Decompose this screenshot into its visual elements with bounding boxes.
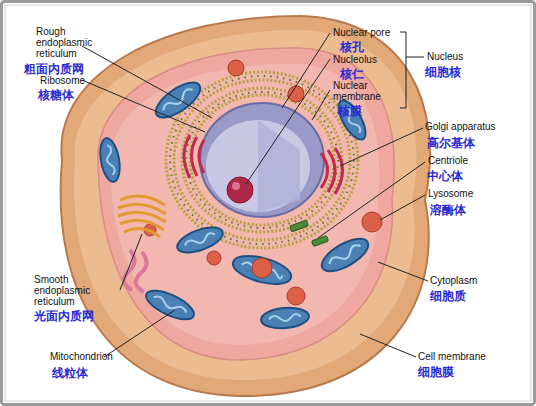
part-name: Centriole bbox=[428, 155, 468, 166]
lysosomes-part bbox=[252, 258, 272, 278]
chinese-part-name: 核孔 bbox=[340, 40, 364, 54]
lysosomes-part bbox=[228, 60, 244, 76]
golgi-red-part bbox=[328, 150, 335, 192]
chinese-part-name: 线粒体 bbox=[52, 366, 88, 380]
mitochondria-part bbox=[97, 137, 122, 183]
mitochondria-part bbox=[333, 96, 371, 143]
part-name: Cell membrane bbox=[418, 351, 486, 362]
mitochondria-part bbox=[230, 251, 294, 290]
lysosomes-part bbox=[362, 212, 382, 232]
mitochondria-part-part bbox=[184, 232, 216, 249]
mitochondria-part-part bbox=[269, 314, 301, 323]
golgi-red-part bbox=[192, 137, 198, 176]
mitochondria-part bbox=[260, 306, 310, 330]
nucleus-part bbox=[227, 177, 253, 203]
leader-lines-part bbox=[120, 234, 142, 290]
leader-lines-part bbox=[312, 90, 330, 120]
part-name: Rough endoplasmic reticulum bbox=[36, 26, 108, 59]
chinese-part-name: 溶酶体 bbox=[430, 203, 466, 217]
chinese-part-name: 高尔基体 bbox=[427, 136, 475, 150]
chinese-part-name: 核糖体 bbox=[38, 88, 74, 102]
centriole bbox=[290, 220, 329, 246]
leader-lines bbox=[82, 32, 428, 357]
mitochondria-part-part bbox=[142, 285, 198, 325]
part-name: Nuclear membrane bbox=[333, 80, 385, 102]
leader-lines-part bbox=[400, 32, 406, 108]
chinese-part-name: 粗面内质网 bbox=[24, 62, 84, 76]
leader-lines-part bbox=[104, 310, 175, 357]
cell-body-part bbox=[98, 48, 394, 360]
smooth-er-part bbox=[136, 252, 147, 292]
leader-lines-part bbox=[82, 80, 205, 132]
chinese-part-name: 细胞核 bbox=[425, 65, 461, 79]
part-name: Nucleolus bbox=[333, 54, 377, 65]
leader-lines-part bbox=[318, 162, 425, 238]
lysosomes-part bbox=[207, 251, 221, 265]
mitochondria-part-part bbox=[104, 145, 115, 176]
part-name: Lysosome bbox=[428, 188, 473, 199]
mitochondria-part-part bbox=[152, 295, 187, 316]
cell-body bbox=[61, 16, 430, 396]
mitochondria-part-part bbox=[161, 87, 195, 113]
nucleus-part bbox=[232, 182, 240, 190]
chinese-part-name: 细胞膜 bbox=[418, 365, 454, 379]
chinese-part-name: 光面内质网 bbox=[34, 309, 94, 323]
chinese-part-name: 核仁 bbox=[340, 67, 364, 81]
golgi-orange bbox=[118, 196, 166, 237]
cell-body-part bbox=[110, 64, 379, 345]
cell-body-part bbox=[61, 16, 430, 396]
chinese-part-name: 细胞质 bbox=[430, 289, 466, 303]
mitochondria-part-part bbox=[328, 243, 363, 267]
mitochondria-part bbox=[142, 285, 198, 325]
mitochondria-part-part bbox=[230, 251, 294, 290]
golgi-red-part bbox=[321, 153, 328, 188]
part-name: Smooth endoplasmic reticulum bbox=[34, 274, 116, 307]
golgi-red-part bbox=[184, 135, 190, 178]
leader-lines-part bbox=[246, 59, 330, 184]
part-name: Golgi apparatus bbox=[425, 121, 496, 132]
leader-lines-part bbox=[360, 334, 416, 357]
part-name: Nucleus bbox=[427, 51, 463, 62]
part-name: Nuclear pore bbox=[333, 27, 390, 38]
mitochondria-part-part bbox=[260, 306, 310, 330]
part-name: Mitochondrion bbox=[50, 351, 113, 362]
part-name: Cytoplasm bbox=[430, 275, 477, 286]
lysosomes-part bbox=[287, 287, 305, 305]
leader-lines-part bbox=[406, 57, 424, 58]
leader-lines-part bbox=[340, 128, 423, 166]
centriole-part bbox=[290, 220, 309, 232]
mitochondria-part-part bbox=[150, 76, 205, 124]
frame-part bbox=[5, 5, 531, 401]
mitochondria-part-part bbox=[97, 137, 122, 183]
mitochondria bbox=[97, 76, 373, 330]
chinese-part-name: 中心体 bbox=[427, 169, 463, 183]
nucleus-part bbox=[258, 120, 300, 212]
part-name: Ribosome bbox=[40, 75, 85, 86]
golgi-orange-part bbox=[124, 228, 160, 237]
mitochondria-part bbox=[150, 76, 205, 124]
mitochondria-part-part bbox=[333, 96, 371, 143]
golgi-red-part bbox=[199, 140, 204, 173]
golgi-red bbox=[184, 135, 343, 194]
leader-lines-part bbox=[380, 195, 425, 220]
leader-lines-part bbox=[378, 262, 428, 281]
chinese-part-name: 核膜 bbox=[338, 104, 362, 118]
